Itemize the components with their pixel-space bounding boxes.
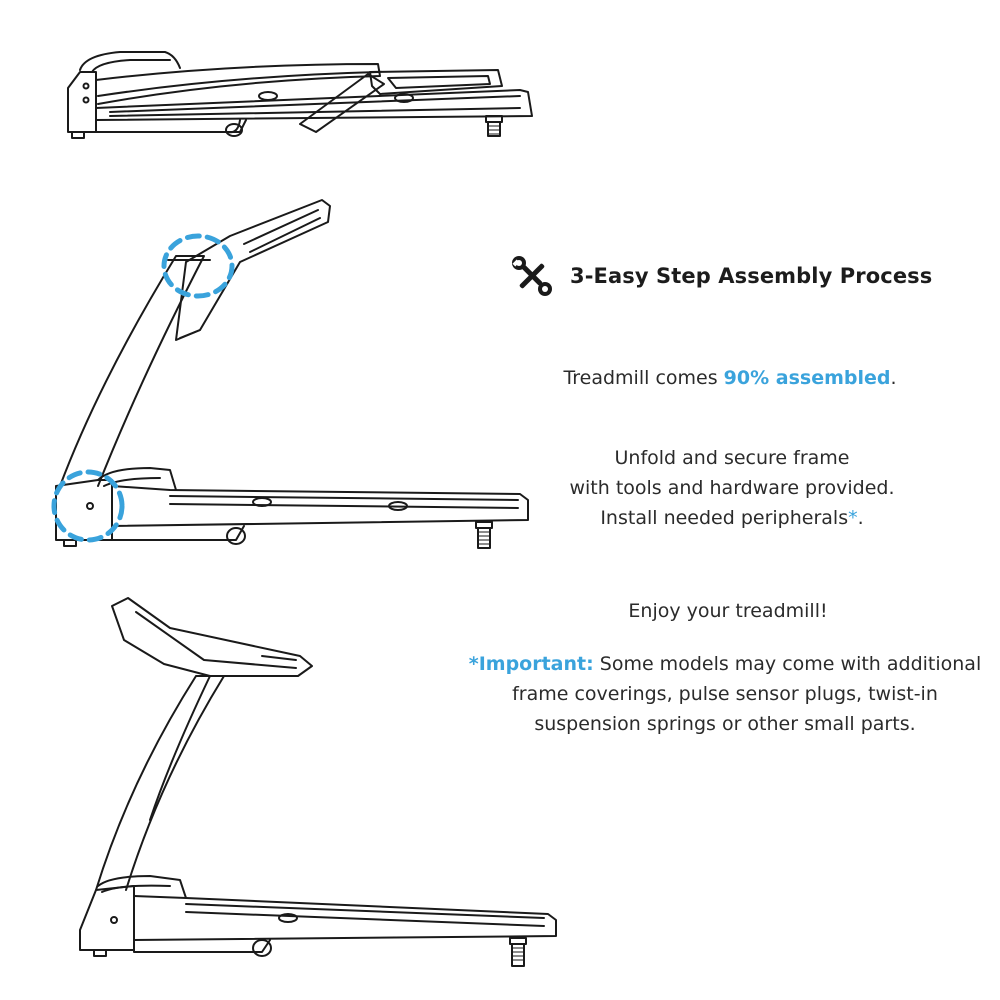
step-assembled-text: Treadmill comes 90% assembled. [500,363,960,393]
step1-suffix: . [890,367,897,389]
note-line1-rest: Some models may come with additional [593,653,982,675]
step2-line3-end: . [857,507,864,529]
asterisk-mark: * [848,507,858,529]
note-line2: frame coverings, pulse sensor plugs, twi… [512,683,938,705]
treadmill-folded [67,51,533,139]
important-note: *Important: Some models may come with ad… [452,649,998,739]
important-label: *Important: [468,653,594,675]
assembly-heading: 3-Easy Step Assembly Process [510,254,932,298]
assembled-highlight: 90% assembled [723,367,891,389]
step2-line3-text: Install needed peripherals [600,507,849,529]
step2-line1: Unfold and secure frame [614,447,850,469]
step-unfold-text: Unfold and secure frame with tools and h… [500,443,964,533]
heading-title: 3-Easy Step Assembly Process [570,264,933,288]
step-enjoy-text: Enjoy your treadmill! [628,600,828,622]
treadmill-assembled [79,597,557,967]
step1-prefix: Treadmill comes [563,367,724,389]
wrench-screwdriver-icon [510,254,554,298]
note-line3: suspension springs or other small parts. [534,713,916,735]
step2-line3: Install needed peripherals*. [500,503,964,533]
treadmill-unfolding [51,199,529,549]
note-line1: *Important: Some models may come with ad… [452,649,998,679]
step2-line2: with tools and hardware provided. [569,477,895,499]
